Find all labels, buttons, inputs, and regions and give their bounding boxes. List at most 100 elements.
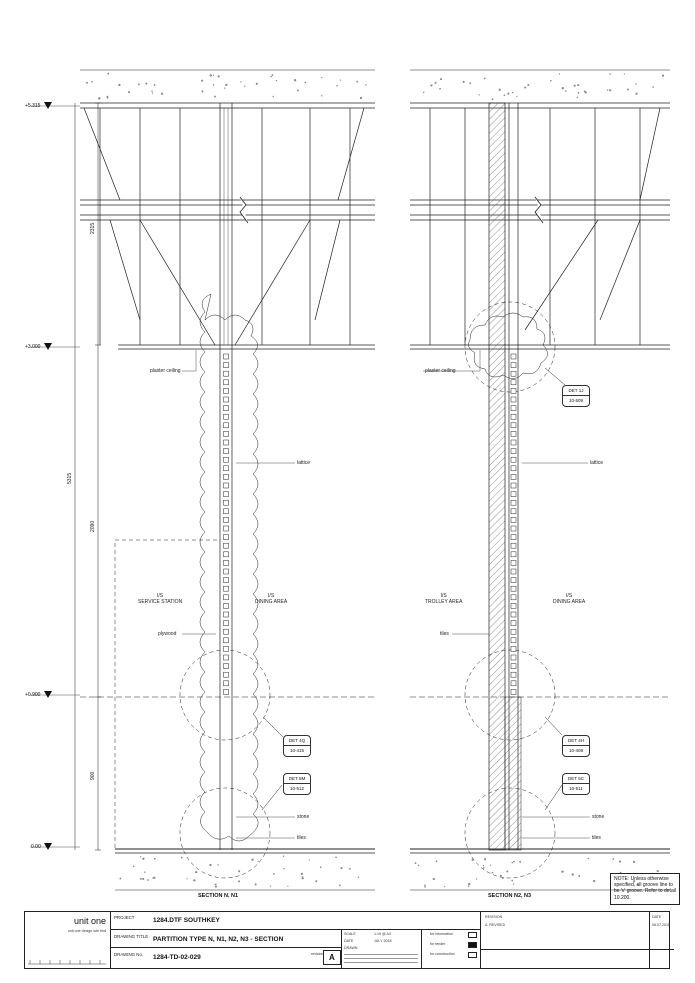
concrete-speck (576, 96, 579, 99)
status-construction-box[interactable] (468, 952, 477, 958)
concrete-speck (434, 81, 437, 84)
concrete-speck (321, 95, 323, 97)
right-tiles-mid: tiles (440, 631, 449, 637)
concrete-speck (240, 81, 242, 83)
lattice-block (223, 560, 229, 566)
concrete-speck (571, 873, 574, 876)
concrete-speck (254, 883, 257, 886)
lattice-block (223, 551, 229, 558)
concrete-speck (524, 86, 527, 89)
concrete-speck (468, 882, 471, 886)
lattice-block (223, 482, 229, 489)
lattice-block (223, 431, 229, 437)
concrete-speck (632, 860, 636, 863)
left-room-left: I/S SERVICE STATION (138, 593, 183, 605)
concrete-speck (626, 88, 629, 91)
concrete-speck (301, 877, 304, 880)
concrete-speck (519, 860, 522, 863)
lattice-block (510, 508, 517, 515)
concrete-speck (573, 84, 576, 87)
concrete-speck (489, 864, 492, 866)
concrete-speck (293, 79, 297, 82)
concrete-speck (593, 879, 596, 883)
lattice-block (223, 603, 229, 609)
lattice-block (510, 353, 517, 360)
left-room-right: I/S DINING AREA (255, 593, 288, 605)
lattice-block (510, 517, 517, 523)
dim-900: 900 (90, 771, 96, 780)
scale-label: SCALE (344, 932, 356, 936)
concrete-speck (444, 885, 446, 888)
lattice-block (223, 620, 229, 626)
concrete-speck (467, 885, 470, 887)
right-detail-5c[interactable]: DET 5C 10-511 (562, 773, 590, 795)
status-construction: for construction (430, 952, 455, 956)
lattice-block (510, 388, 517, 394)
concrete-speck (315, 880, 318, 883)
concrete-speck (482, 867, 485, 869)
concrete-speck (462, 80, 465, 83)
lattice-block (223, 542, 229, 549)
lattice-block (223, 680, 229, 687)
right-lattice: lattice (590, 460, 604, 466)
lattice-block (510, 534, 517, 540)
concrete-speck (512, 883, 515, 885)
status-cell: for information for tender for construct… (421, 930, 480, 968)
concrete-speck (501, 877, 504, 879)
lattice-block (223, 534, 229, 540)
status-tender-box[interactable] (468, 942, 477, 948)
right-detail-1j[interactable]: DET 1J 10-509 (562, 385, 590, 407)
lattice-block (223, 585, 229, 592)
concrete-speck (106, 97, 109, 99)
concrete-speck (335, 856, 337, 859)
lattice-block (223, 413, 229, 420)
concrete-speck (507, 92, 510, 95)
level-mid: +0.900 (25, 692, 41, 698)
lattice-block (510, 577, 517, 583)
lattice-block (223, 405, 229, 411)
concrete-speck (301, 876, 304, 878)
concrete-speck (357, 876, 360, 878)
concrete-speck (271, 74, 274, 76)
project-name: 1284.DTF SOUTHKEY (153, 917, 220, 924)
concrete-speck (201, 79, 204, 82)
lattice-block (510, 456, 517, 463)
right-section-title: SECTION N2, N3 (488, 893, 532, 899)
concrete-speck (91, 80, 93, 83)
concrete-speck (340, 867, 343, 870)
status-info-box[interactable] (468, 932, 477, 938)
concrete-speck (214, 883, 217, 886)
concrete-speck (439, 87, 441, 90)
date-label: DATE (344, 939, 354, 943)
concrete-speck (224, 87, 226, 89)
left-detail-5m[interactable]: DET 5M 10-512 (283, 773, 311, 795)
lattice-block (510, 611, 517, 618)
lattice-block (223, 525, 229, 532)
concrete-speck (244, 85, 246, 87)
lattice-block (510, 474, 517, 480)
status-info: for information (430, 932, 453, 936)
concrete-speck (475, 878, 478, 880)
concrete-speck (656, 870, 659, 873)
date-col-label: DATE (652, 915, 662, 919)
concrete-speck (195, 870, 198, 874)
concrete-speck (423, 91, 425, 94)
concrete-speck (269, 885, 272, 887)
concrete-speck (106, 95, 109, 98)
concrete-speck (565, 90, 567, 92)
left-detail-4q[interactable]: DET 4Q 10-415 (283, 735, 311, 757)
revision-col-label: REVISION (485, 915, 503, 919)
lattice-block (510, 405, 517, 411)
revision-box: A (323, 950, 341, 965)
concrete-speck (491, 871, 494, 874)
lattice-block (510, 680, 517, 687)
concrete-speck (152, 877, 154, 879)
lattice-block (510, 379, 517, 386)
right-detail-4h[interactable]: DET 4H 10-408 (562, 735, 590, 757)
date-col-cell: DATE 06.07.2018 (649, 912, 671, 968)
concrete-speck (151, 92, 154, 94)
level-floor: 0.00 (31, 844, 41, 850)
concrete-speck (283, 867, 285, 870)
lattice-block (223, 379, 229, 386)
lattice-block (510, 568, 517, 575)
